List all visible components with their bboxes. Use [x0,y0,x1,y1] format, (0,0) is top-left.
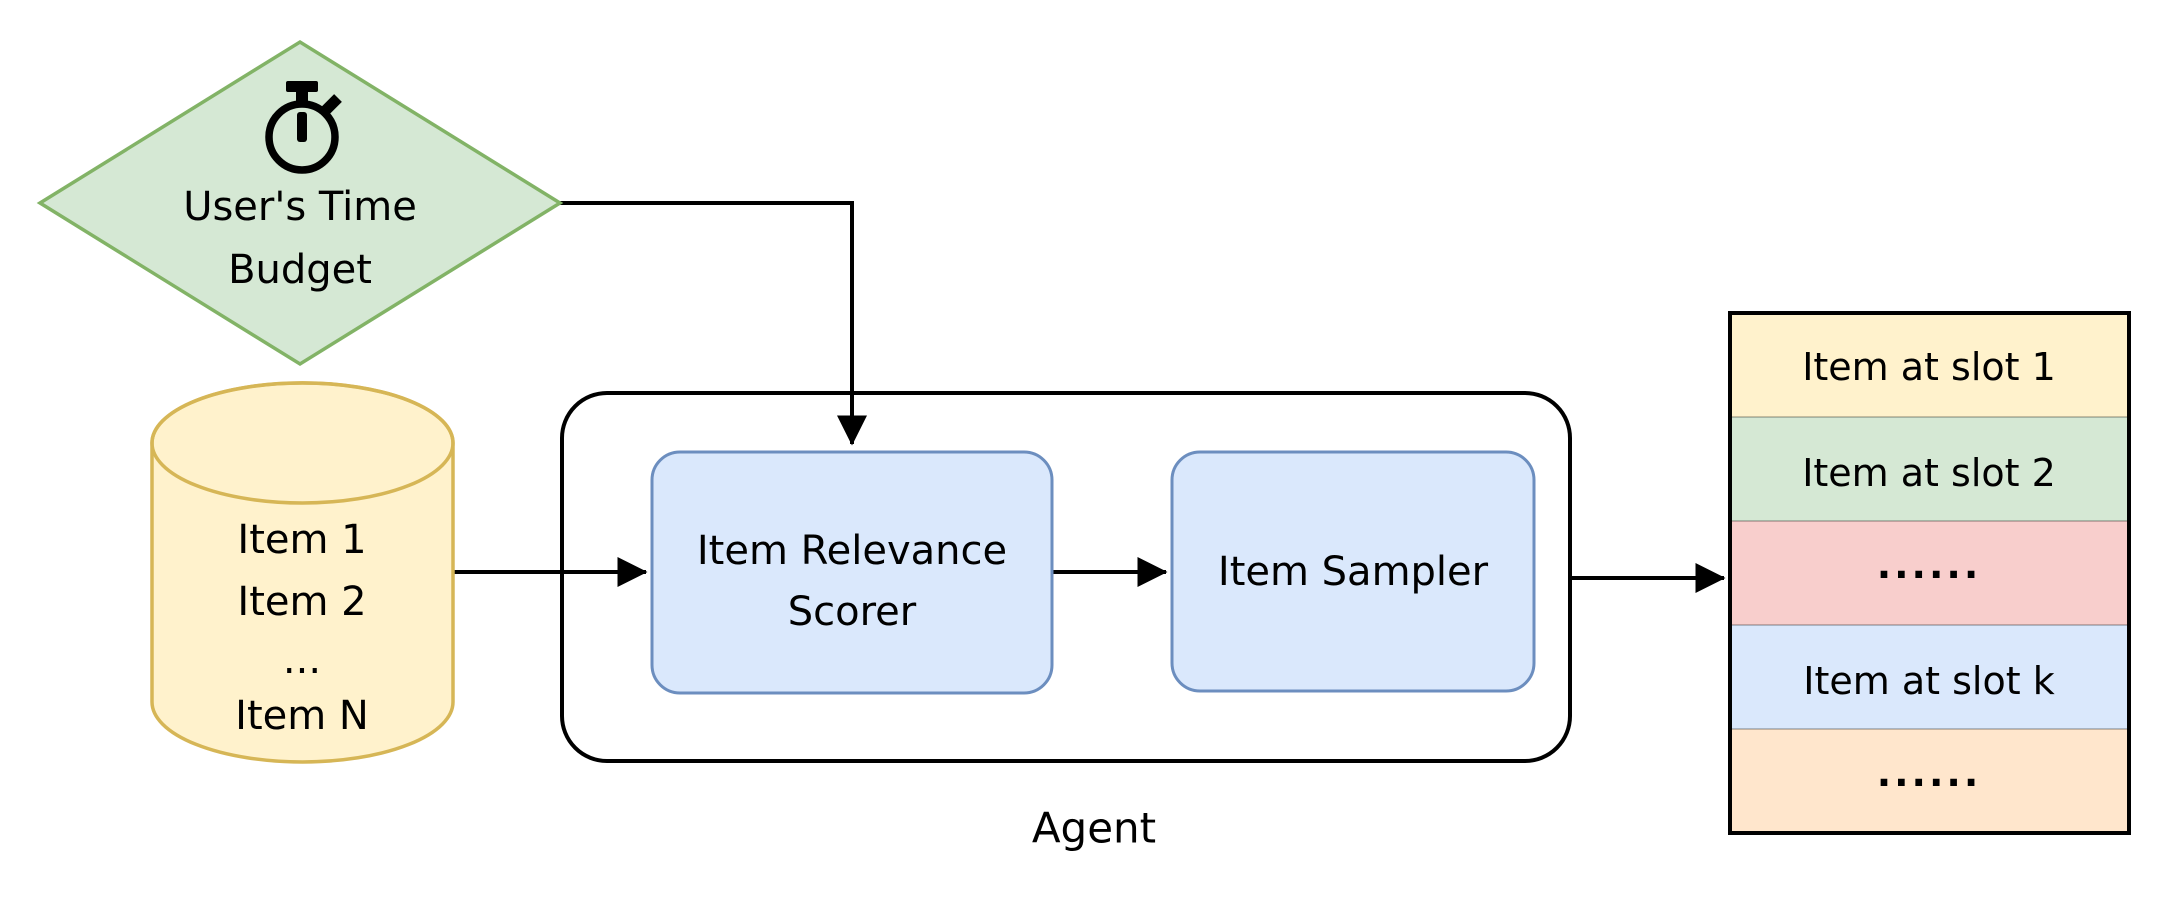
item-relevance-scorer-box [650,450,1054,695]
item-pool-line-n: Item N [235,693,369,739]
time-budget-node: User's Time Budget [36,39,564,367]
item-pool-node: Item 1 Item 2 ... Item N [150,381,455,764]
stopwatch-dial-icon [265,100,339,174]
sampler-label: Item Sampler [1218,549,1489,595]
stopwatch-hand-icon [297,112,307,142]
slot-5-ellipsis: ...... [1877,751,1982,795]
slot-row-2 [1730,417,2129,521]
slot-row-5 [1730,729,2129,833]
slots-outer-border [1728,311,2131,835]
item-pool-line-1: Item 1 [237,517,366,563]
scorer-label-line1: Item Relevance [697,528,1007,574]
agent-label: Agent [1032,804,1156,853]
slot-row-1 [1730,313,2129,417]
item-pool-cylinder-top [150,381,455,505]
time-budget-label-line2: Budget [228,247,372,293]
item-relevance-scorer-node: Item Relevance Scorer [650,450,1054,695]
time-budget-label-line1: User's Time [183,184,417,230]
slot-3-ellipsis: ...... [1877,543,1982,587]
slot-row-3 [1730,521,2129,625]
arrow-time-budget-to-scorer [560,201,867,446]
scorer-label-line2: Scorer [788,589,917,635]
item-pool-ellipsis: ... [283,637,321,683]
agent-box [560,391,1572,763]
item-sampler-box [1170,450,1536,693]
item-pool-line-2: Item 2 [237,579,366,625]
slot-row-4 [1730,625,2129,729]
slot-dividers [1730,416,2129,730]
slot-2-label: Item at slot 2 [1802,451,2056,495]
stopwatch-icon [265,81,342,174]
recommendation-slots-list: Item at slot 1 Item at slot 2 ...... Ite… [1728,311,2131,835]
stopwatch-button-icon [286,81,318,92]
slot-1-label: Item at slot 1 [1802,345,2056,389]
agent-container: Agent Item Relevance Scorer Item Sampler [560,391,1572,853]
slot-k-label: Item at slot k [1803,659,2054,703]
time-budget-diamond [36,39,564,367]
item-sampler-node: Item Sampler [1170,450,1536,693]
